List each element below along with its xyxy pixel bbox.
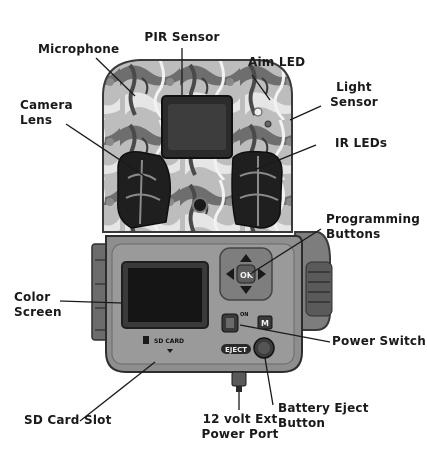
label-pir-sensor: PIR Sensor (144, 30, 220, 44)
callout-lines (59, 48, 331, 422)
svg-text:M: M (261, 319, 269, 328)
light-sensor (264, 120, 272, 128)
ext-power-port (231, 371, 247, 387)
svg-text:ON: ON (240, 312, 248, 318)
svg-text:OK: OK (240, 271, 254, 280)
label-sd-card-slot: SD Card Slot (24, 413, 112, 427)
label-programming-buttons: Programming Buttons (326, 212, 421, 241)
menu-button (257, 315, 273, 330)
sd-card-label: SD CARD (154, 338, 184, 345)
label-aim-led: Aim LED (248, 55, 306, 69)
ir-led-panel-left (117, 151, 172, 229)
label-color-screen: Color Screen (14, 290, 62, 319)
sd-card-arrow-icon (167, 349, 173, 353)
label-battery-eject-button: Battery Eject Button (278, 401, 369, 430)
label-ext-power-port: 12 volt Ext Power Port (201, 412, 279, 441)
sd-card-icon (143, 336, 149, 344)
label-power-switch: Power Switch (332, 334, 426, 348)
label-light-sensor: Light Sensor (330, 80, 378, 109)
label-ir-leds: IR LEDs (335, 136, 388, 150)
label-microphone: Microphone (38, 42, 120, 56)
programming-dpad: OK (219, 247, 273, 301)
camera-lens (192, 197, 208, 213)
aim-led (253, 107, 263, 117)
eject-badge (221, 344, 251, 354)
label-camera-lens: Camera Lens (20, 98, 73, 127)
svg-text:EJECT: EJECT (225, 346, 247, 354)
